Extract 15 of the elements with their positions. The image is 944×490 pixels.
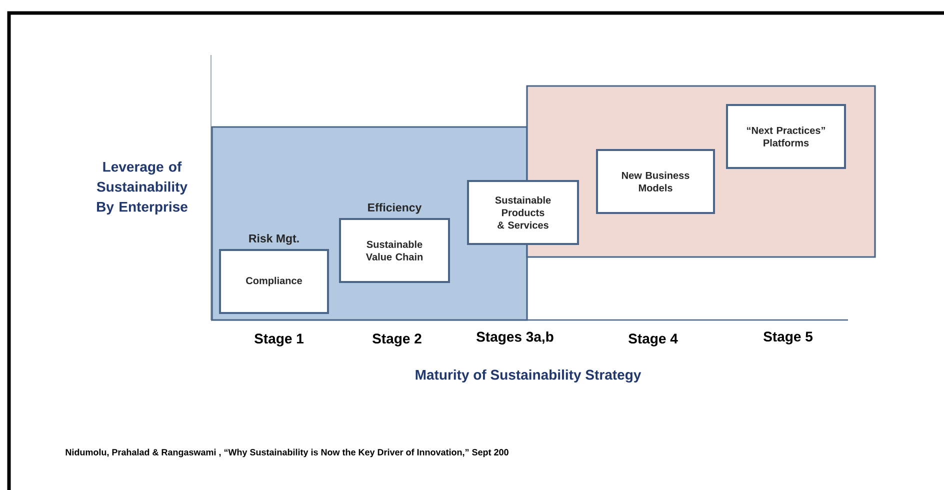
stage-box: Sustainable Products & Services: [467, 180, 579, 245]
stage-box: Sustainable Value Chain: [339, 218, 450, 283]
box-heading: Efficiency: [368, 203, 422, 214]
axis-title: Leverage of Sustainability By Enterprise: [96, 161, 188, 215]
stage-box: New Business Models: [596, 149, 715, 214]
stage-box: Compliance: [219, 249, 329, 314]
citation-text: Nidumolu, Prahalad & Rangaswami , “Why Sustainability is Now the Key Driver of Innovation,” Sept 200: [66, 448, 508, 458]
box-heading: Risk Mgt.: [249, 234, 299, 245]
stage-label: Stages 3a,b: [476, 331, 554, 345]
stage-label: Stage 1: [254, 334, 304, 346]
stage-box: “Next Practices” Platforms: [726, 104, 846, 169]
axis-title: Maturity of Sustainability Strategy: [416, 369, 642, 383]
stage-label: Stage 4: [628, 334, 678, 346]
stage-label: Stage 5: [764, 332, 813, 344]
stage-label: Stage 2: [372, 334, 422, 346]
